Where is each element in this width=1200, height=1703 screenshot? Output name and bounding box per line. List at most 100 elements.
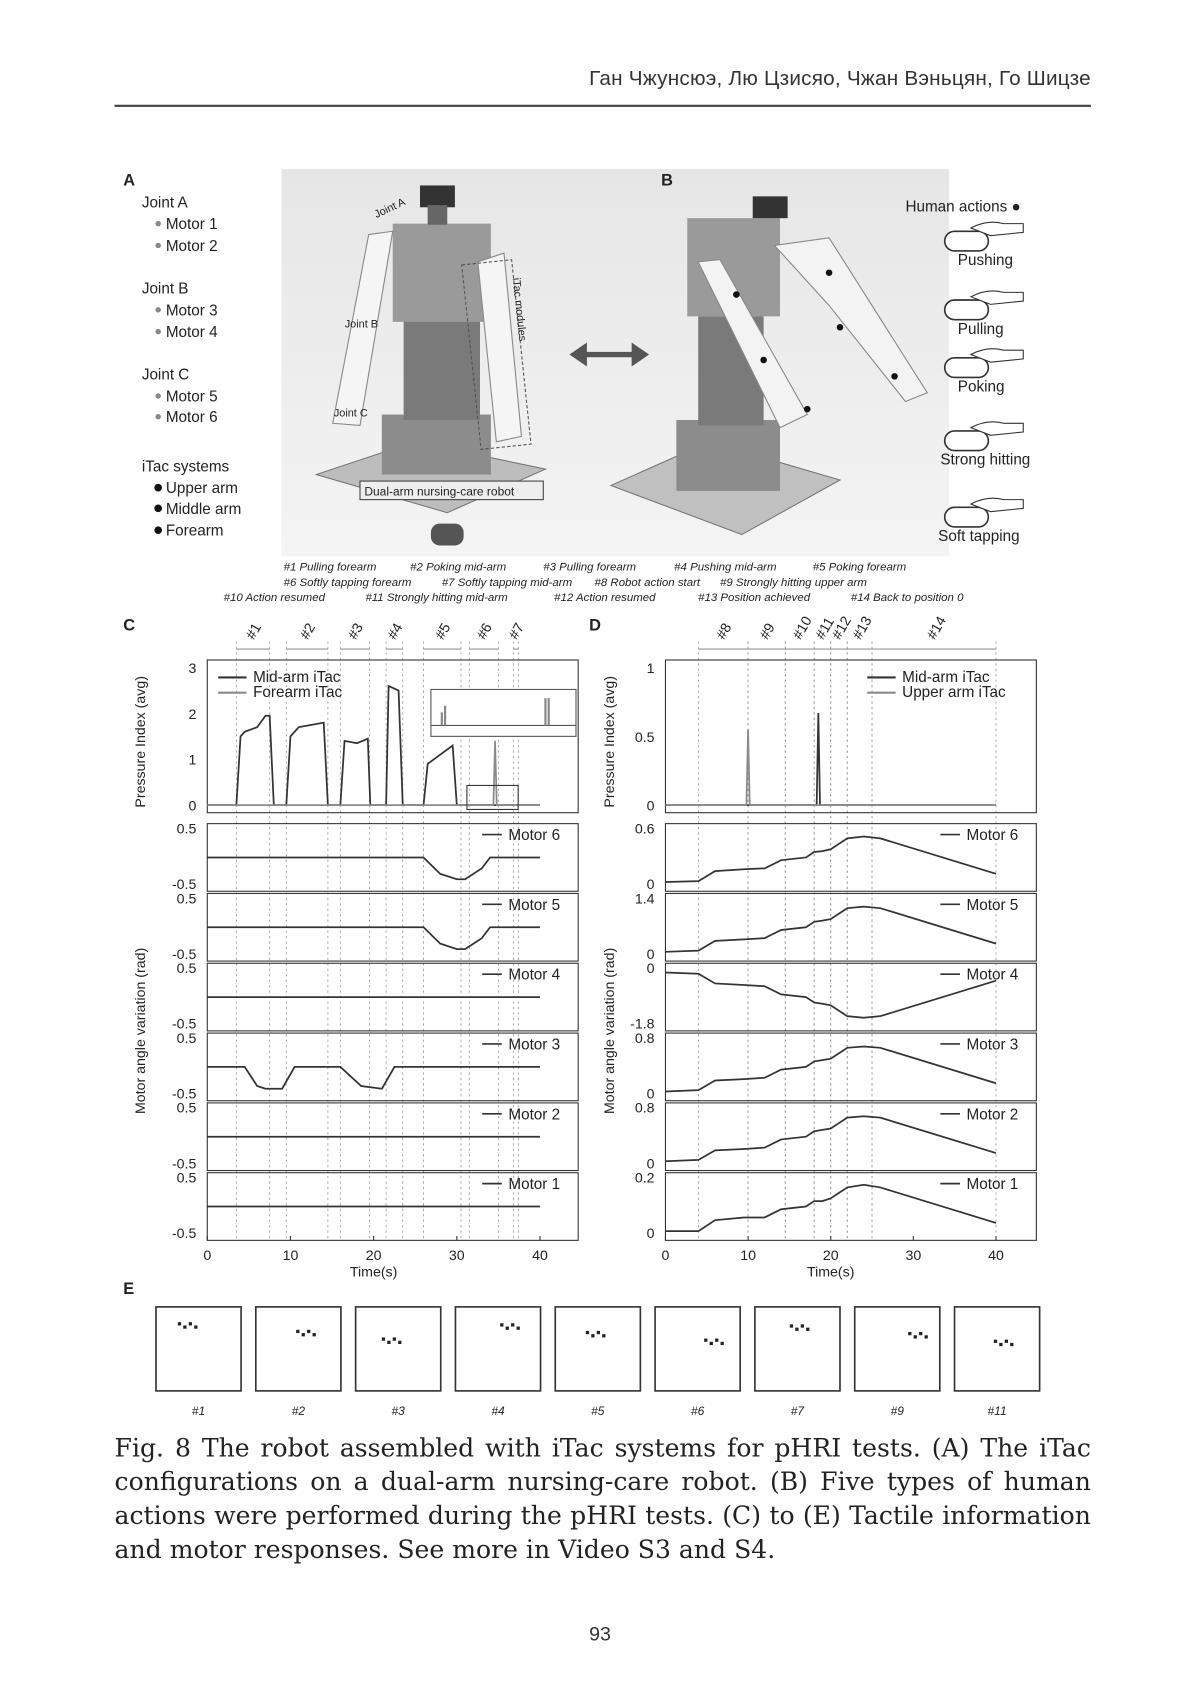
y-tick-label: 0: [647, 799, 655, 815]
y-tick-label: -0.5: [172, 877, 197, 893]
legend-entry: Joint B: [142, 280, 189, 297]
robot-photo: Joint A Joint B Joint C iTac modules Dua…: [281, 169, 950, 557]
motor-series-line: [665, 835, 997, 883]
event-marker-label: #10: [790, 614, 816, 643]
y-tick-label: 3: [188, 661, 196, 677]
y-tick-label: 1: [188, 753, 196, 769]
motor-axis-label: Motor angle variation (rad): [602, 948, 618, 1114]
page-number: 93: [589, 1623, 611, 1646]
contact-point: [919, 1331, 923, 1336]
tactile-map: [454, 1306, 542, 1392]
pressure-series-line: [665, 712, 996, 806]
event-marker-label: #8: [714, 621, 736, 643]
legend-entry: Motor 1: [166, 216, 218, 233]
contact-point: [913, 1335, 917, 1339]
pressure-series-line: [665, 729, 996, 806]
y-tick-label: 0.5: [177, 961, 197, 977]
event-marker-label: #6: [474, 621, 496, 643]
motor-series-line: [665, 1183, 997, 1232]
contact-point: [1010, 1342, 1014, 1347]
legend-entry: Middle arm: [166, 501, 242, 518]
tactile-map-label: #2: [292, 1404, 306, 1418]
tactile-map: [754, 1306, 841, 1392]
motor-plot-frame: [664, 823, 1037, 892]
legend-entry: Motor 6: [166, 409, 218, 426]
running-header: Ган Чжунсюэ, Лю Цзисяо, Чжан Вэньцян, Го…: [589, 67, 1091, 91]
tactile-map: [554, 1306, 642, 1392]
header-rule: [114, 104, 1091, 107]
hand-icon: [969, 290, 1024, 305]
y-tick-label: 0.8: [635, 1031, 655, 1047]
y-tick-label: -0.5: [172, 1226, 197, 1242]
arm-cylinder-icon: [943, 299, 990, 321]
contact-point: [183, 1325, 187, 1329]
legend-entry: Motor 4: [166, 324, 218, 341]
y-tick-label: 0.8: [635, 1101, 655, 1117]
contact-point: [381, 1337, 386, 1341]
y-tick-label: 0: [647, 1226, 655, 1242]
event-description: #3 Pulling forearm: [543, 562, 636, 574]
event-marker-label: #4: [385, 621, 407, 643]
event-marker-label: #1: [243, 621, 265, 643]
motor-legend-label: Motor 2: [967, 1106, 1019, 1123]
x-tick-label: 10: [740, 1248, 756, 1264]
event-description: #5 Poking forearm: [813, 562, 906, 574]
contact-point: [704, 1338, 708, 1342]
contact-point: [307, 1329, 311, 1334]
itac-dot-icon: [154, 483, 162, 492]
contact-point: [924, 1335, 928, 1339]
tactile-map: [853, 1306, 941, 1392]
y-tick-label: 0.2: [635, 1171, 655, 1187]
contact-point: [720, 1341, 724, 1346]
motor-plot-frame: [664, 892, 1037, 962]
y-tick-label: 1.4: [635, 891, 655, 907]
panel-e-tactile-maps: #1#2#3#4#5#6#7#9#11: [155, 1306, 1041, 1418]
motor-legend-label: Motor 5: [967, 897, 1019, 914]
contact-point: [188, 1322, 192, 1326]
event-description: #6 Softly tapping forearm: [284, 577, 412, 589]
legend-entry: Upper arm: [166, 480, 238, 497]
zoom-inset-frame: [430, 688, 577, 737]
legend-entry: Motor 3: [166, 302, 218, 319]
contact-point: [312, 1333, 316, 1337]
tactile-map-label: #7: [791, 1404, 806, 1418]
tactile-map-label: #9: [891, 1404, 905, 1418]
tactile-map: [654, 1306, 741, 1392]
contact-point: [993, 1339, 998, 1343]
motor-axis-label: Motor angle variation (rad): [133, 948, 149, 1114]
motor-legend-label: Motor 4: [508, 967, 560, 984]
panel-label-c: C: [123, 617, 135, 635]
y-tick-label: 0.5: [177, 1171, 197, 1187]
event-description: #9 Strongly hitting upper arm: [720, 577, 867, 589]
motor-series-line: [207, 1066, 540, 1090]
event-description: #11 Strongly hitting mid-arm: [365, 592, 507, 604]
legend-label: Mid-arm iTac: [902, 669, 990, 686]
event-marker-label: #5: [433, 621, 455, 643]
robot-left: [314, 185, 548, 546]
arm-cylinder-icon: [943, 230, 990, 252]
tactile-map-label: #6: [691, 1404, 705, 1418]
inset-spikes: [440, 698, 550, 726]
legend-entry: iTac systems: [142, 458, 230, 475]
arm-cylinder-icon: [943, 506, 990, 528]
hand-icon: [969, 421, 1024, 436]
motor-plot-frame: [664, 962, 1037, 1032]
event-marker-label: #7: [506, 621, 528, 643]
motor-series-line: [207, 926, 540, 950]
legend-entry: Motor 2: [166, 238, 218, 255]
photo-label-robot: Dual-arm nursing-care robot: [364, 484, 515, 498]
motor-series-line: [665, 1045, 997, 1093]
pressure-series-line: [207, 740, 540, 806]
y-tick-label: -0.5: [172, 1156, 197, 1172]
x-tick-label: 40: [532, 1248, 548, 1264]
y-tick-label: 0.5: [177, 821, 197, 837]
contact-point: [806, 1327, 810, 1331]
motor-legend-label: Motor 1: [508, 1176, 560, 1193]
event-description: #12 Action resumed: [554, 592, 656, 604]
motor-legend-label: Motor 1: [967, 1176, 1019, 1193]
motor-legend-label: Motor 5: [508, 897, 560, 914]
event-description: #1 Pulling forearm: [284, 562, 377, 574]
